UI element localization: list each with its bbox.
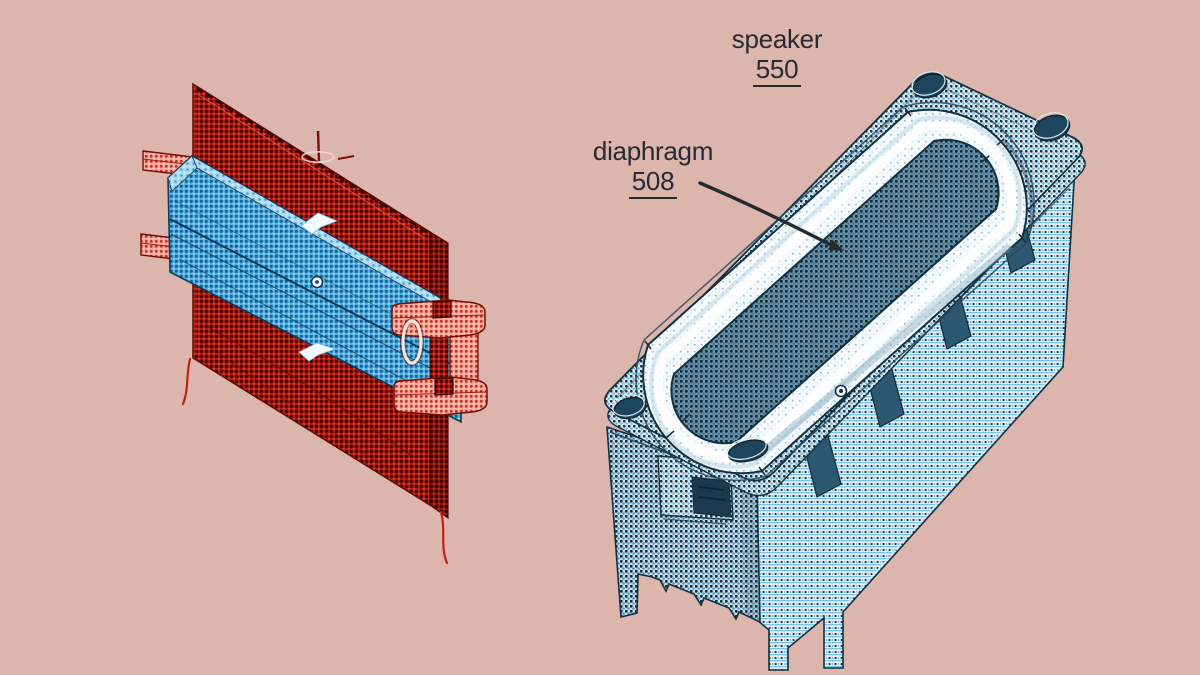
- enclosure-side-wall: [756, 163, 1076, 671]
- solder-tab-lower: [298, 342, 337, 362]
- speaker-label-number: 550: [712, 54, 842, 87]
- front-corner-shade: [740, 470, 760, 622]
- surround-tick-marks: [644, 107, 1026, 476]
- lead-wires: [181, 357, 449, 565]
- arrowhead-icon: [828, 240, 844, 251]
- magnet-bar-seams: [169, 200, 462, 405]
- diaphragm-label-number: 508: [588, 166, 718, 199]
- magnet-assembly-figure: [140, 82, 488, 565]
- lower-clamp-slot: [434, 377, 454, 396]
- diaphragm-label: diaphragm 508: [588, 136, 718, 199]
- lead-pin: [301, 130, 355, 164]
- speaker-diaphragm: [670, 138, 1000, 445]
- diaphragm-label-arrow: [698, 181, 844, 251]
- speaker-label: speaker 550: [712, 24, 842, 87]
- surround-highlight: [654, 121, 1016, 462]
- diaphragm-label-text: diaphragm: [592, 136, 714, 166]
- lower-clamp: [393, 376, 488, 416]
- speaker-figure: [603, 71, 1086, 671]
- boss-shadow-arc: [1002, 138, 1034, 244]
- screw-icon: [310, 275, 324, 289]
- surround-soft-shade: [649, 115, 1022, 469]
- surround-lower-shade: [751, 243, 1013, 462]
- upper-clamp: [391, 299, 486, 339]
- eyelet-icon: [834, 384, 848, 398]
- flange-mounting-holes: [612, 71, 1071, 463]
- upper-clamp-slot: [432, 300, 452, 319]
- surround-boss-outline: [635, 101, 1035, 481]
- speaker-label-text: speaker: [731, 24, 823, 54]
- magnet-bar: [167, 155, 462, 424]
- solder-tab-upper: [300, 212, 339, 235]
- wire-ring: [399, 317, 425, 367]
